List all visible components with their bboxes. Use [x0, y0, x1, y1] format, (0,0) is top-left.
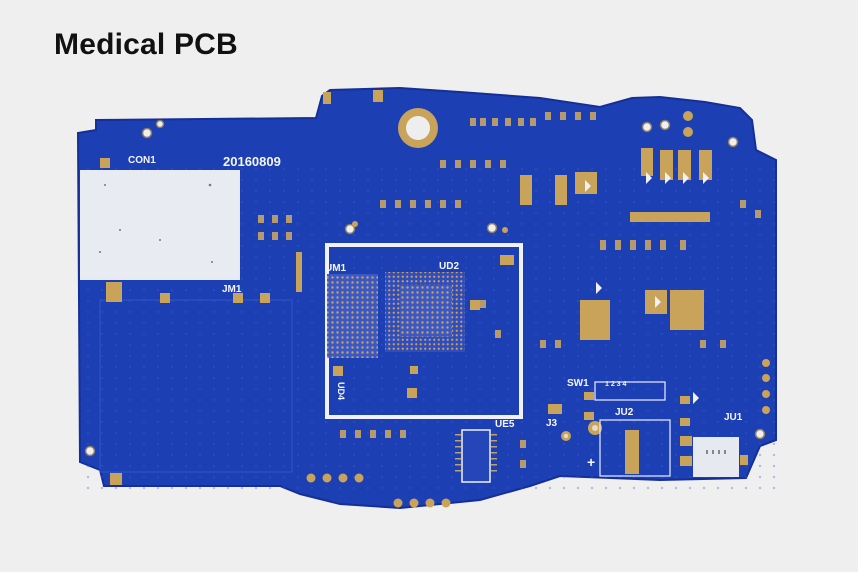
silk-um1: UM1	[325, 263, 347, 274]
jumper-ju2-outline	[599, 419, 671, 477]
silk-ju2: JU2	[615, 407, 634, 418]
silk-sw-pins: 1 2 3 4	[605, 381, 627, 388]
silk-j3: J3	[546, 418, 558, 429]
silk-ue5: UE5	[495, 419, 515, 430]
silk-ju1: JU1	[724, 412, 743, 423]
bga-um1	[327, 274, 378, 358]
diode-markers	[585, 172, 709, 404]
usb-ju1	[693, 437, 739, 477]
silk-sw1: SW1	[567, 378, 589, 389]
silk-date: 20160809	[223, 154, 281, 169]
silk-con1: CON1	[128, 155, 156, 166]
silk-ud2: UD2	[439, 261, 459, 272]
switch-sw1	[594, 381, 666, 401]
svg-text:+: +	[587, 454, 595, 470]
con1-silk-pad	[80, 170, 240, 280]
image-caption: Medical PCB	[54, 28, 238, 61]
silk-jm1: JM1	[222, 284, 242, 295]
silk-ud4: UD4	[336, 382, 346, 400]
ic-ue5	[461, 429, 491, 483]
